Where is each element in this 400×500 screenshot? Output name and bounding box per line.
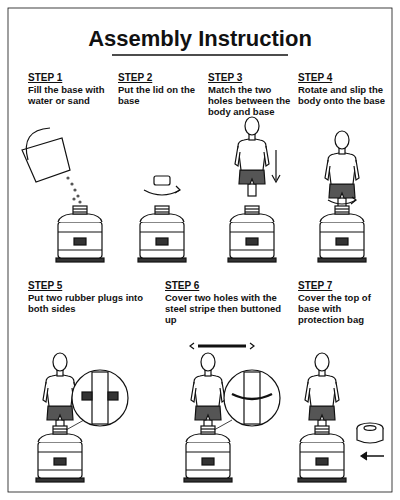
base <box>184 426 232 482</box>
bucket <box>22 138 70 182</box>
step-instruction: Cover the top of base with protection ba… <box>298 292 388 325</box>
step-instruction: Fill the base with water or sand <box>28 84 116 106</box>
base <box>318 206 366 262</box>
bag-hole <box>364 426 376 431</box>
step-instruction: Rotate and slip the body onto the base <box>298 84 388 106</box>
step-instruction: Put the lid on the base <box>118 84 206 106</box>
figure <box>325 131 359 210</box>
arrow-head <box>250 343 254 349</box>
steel-stripe <box>232 394 272 399</box>
arrow-head <box>351 197 356 204</box>
step-instruction: Put two rubber plugs into both sides <box>28 292 148 314</box>
rotate-arrow <box>144 190 180 195</box>
base <box>138 206 186 262</box>
dot <box>76 194 79 197</box>
step-label: STEP 4 <box>298 72 388 83</box>
dot <box>73 188 76 191</box>
dot <box>72 197 75 200</box>
rubber-plug <box>82 392 92 400</box>
base <box>298 426 346 482</box>
step-label: STEP 5 <box>28 280 148 291</box>
lid <box>154 176 170 185</box>
rubber-plug <box>108 392 118 400</box>
pole-detail <box>92 372 108 424</box>
base <box>36 426 84 482</box>
magnify-circle <box>72 370 128 426</box>
title-underline <box>112 54 288 56</box>
arrow-head <box>272 175 280 182</box>
step-instruction: Match the two holes between the body and… <box>208 84 296 117</box>
figure <box>191 353 225 432</box>
figure <box>305 353 339 432</box>
leader-line <box>214 420 232 430</box>
page-frame <box>8 8 392 492</box>
step-label: STEP 7 <box>298 280 388 291</box>
sheet-title: Assembly Instruction <box>0 26 400 52</box>
magnify-circle <box>224 370 280 426</box>
step-instruction: Cover two holes with the steel stripe th… <box>165 292 290 325</box>
step-label: STEP 2 <box>118 72 206 83</box>
arrow-head <box>190 343 194 349</box>
pour-dots <box>66 176 81 203</box>
figure <box>43 353 77 432</box>
figure <box>235 117 269 196</box>
step-label: STEP 1 <box>28 72 116 83</box>
dot <box>66 176 69 179</box>
dot <box>78 200 81 203</box>
down-arrow <box>275 150 276 180</box>
step-label: STEP 3 <box>208 72 296 83</box>
bucket-handle <box>26 128 50 160</box>
base <box>228 206 276 262</box>
steel-stripe <box>198 345 246 348</box>
arrow-head <box>361 452 367 460</box>
base <box>56 206 104 262</box>
dot <box>70 182 73 185</box>
leader-line <box>66 420 84 430</box>
step-label: STEP 6 <box>165 280 290 291</box>
arrow-head <box>175 186 180 193</box>
